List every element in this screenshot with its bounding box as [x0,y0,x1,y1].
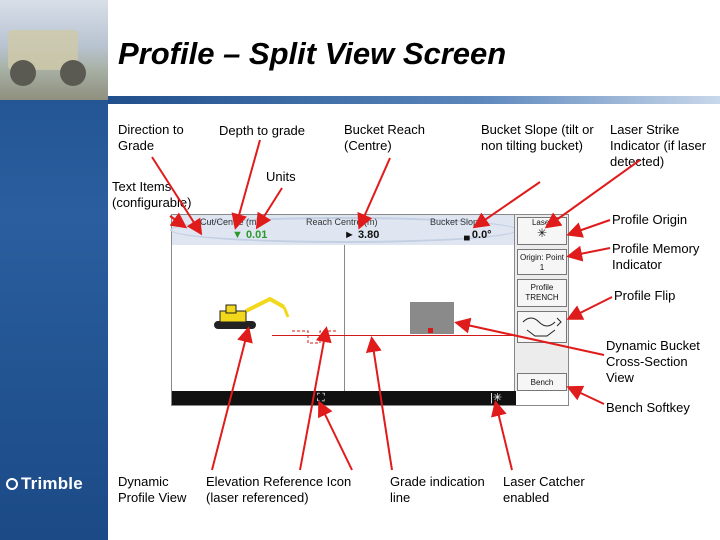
laser-strike-icon: ✳ [536,226,548,240]
bench-softkey[interactable]: Bench [517,373,567,391]
label-grade-line: Grade indication line [390,474,485,505]
device-screen: Cut/Centre (m) ▼ 0.01 Reach Centre (m) ►… [170,214,569,406]
reach-value: ► 3.80 [344,229,380,241]
title-rule [108,96,720,104]
label-depth-to-grade: Depth to grade [219,123,306,138]
trimble-logo: Trimble [6,474,83,494]
label-laser-catcher: Laser Catcher enabled [503,474,585,505]
trimble-mark-icon [6,478,18,490]
label-elevation-ref: Elevation Reference Icon (laser referenc… [206,474,352,505]
cut-fill-value: ▼ 0.01 [232,229,268,241]
bucket-slope-icon: ▄ [464,231,472,240]
slope-value: ▄ 0.0° [464,229,492,241]
label-profile-origin: Profile Origin [612,212,688,227]
profile-softkey[interactable]: Profile TRENCH [517,279,567,307]
brand-sidebar: Trimble [0,0,108,540]
profile-flip-icon [522,317,562,337]
label-laser-strike: Laser Strike Indicator (if laser detecte… [610,122,707,169]
status-bar: Cut/Centre (m) ▼ 0.01 Reach Centre (m) ►… [170,215,518,245]
logo-text: Trimble [21,474,83,493]
profile-flip-softkey[interactable] [517,311,567,343]
grade-indication-line [272,335,516,336]
slope-value-text: 0.0° [471,229,492,241]
label-units: Units [266,169,296,184]
label-text-items: Text Items (configurable) [112,179,192,210]
label-bucket-reach: Bucket Reach (Centre) [344,122,425,153]
elevation-reference-icon: ⛶ [317,392,325,404]
laser-catcher-icon: |✳ [490,392,503,404]
laser-softkey[interactable]: Laser ✳ [517,217,567,245]
laser-softkey-label: Laser [531,218,552,227]
label-direction-to-grade: Direction to Grade [118,122,184,153]
reach-label: Reach Centre (m) [306,217,378,227]
label-profile-memory: Profile Memory Indicator [612,241,700,272]
machine-wheel [10,60,36,86]
label-dynamic-bucket: Dynamic Bucket Cross-Section View [606,338,700,385]
origin-softkey[interactable]: Origin: Point 1 [517,249,567,275]
bottom-status-bar: ⛶ |✳ [172,391,516,405]
slide-title: Profile – Split View Screen [118,36,507,71]
slope-label: Bucket Slope [430,217,484,227]
label-dynamic-profile: Dynamic Profile View [118,474,187,505]
softkey-panel: Laser ✳ Origin: Point 1 Profile TRENCH B… [514,215,568,391]
cut-fill-label: Cut/Centre (m) [200,217,260,227]
label-bench-softkey: Bench Softkey [606,400,690,415]
machine-photo [0,0,108,100]
grade-point [428,328,433,333]
split-divider [344,245,345,391]
label-bucket-slope: Bucket Slope (tilt or non tilting bucket… [481,122,594,153]
label-profile-flip: Profile Flip [614,288,676,303]
machine-wheel [60,60,86,86]
excavator-icon [214,296,290,329]
